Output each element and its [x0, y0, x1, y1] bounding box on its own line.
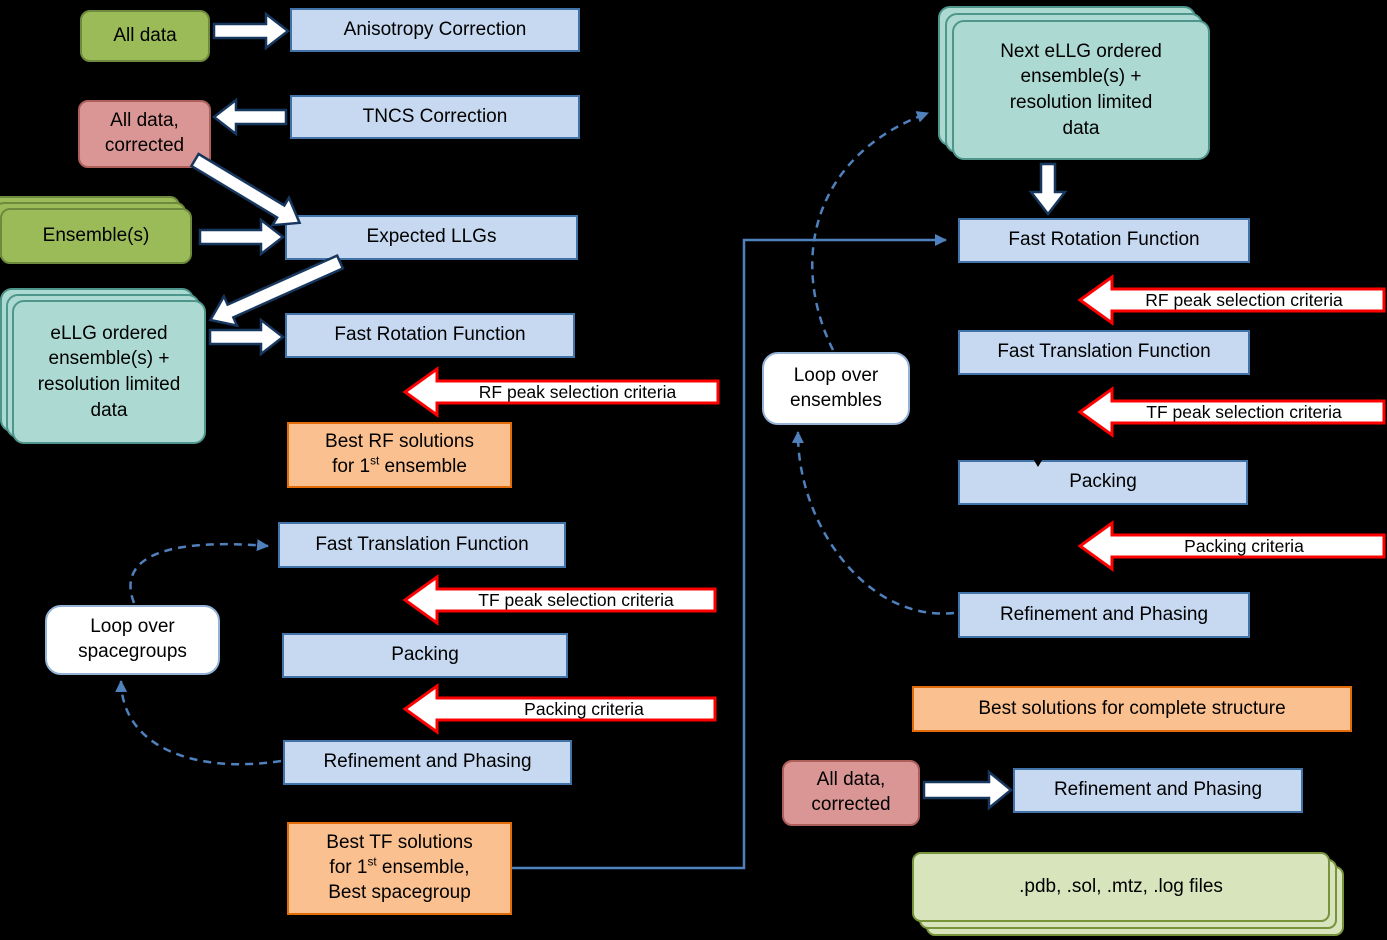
- loop-over-spacegroups-label: Loop over spacegroups: [78, 616, 187, 662]
- loop-over-ensembles-box: Loop over ensembles: [762, 352, 910, 425]
- refinement-phasing-box-left: Refinement and Phasing: [283, 740, 572, 785]
- tf-criteria-label-right: TF peak selection criteria: [1146, 402, 1342, 422]
- loop-arrow-refinement-to-spacegroups: [115, 680, 282, 766]
- packing-box-left: Packing: [282, 633, 568, 678]
- all-data-corrected-label-left: All data, corrected: [104, 110, 185, 156]
- final-refinement-phasing-label: Refinement and Phasing: [1053, 779, 1263, 801]
- best-rf-solutions-box: Best RF solutions for 1st ensemble: [287, 422, 512, 488]
- packing-criteria-label-right: Packing criteria: [1184, 536, 1304, 556]
- tncs-correction-label: TNCS Correction: [362, 105, 508, 127]
- all-data-corrected-box-left: All data, corrected: [78, 100, 211, 168]
- all-data-corrected-box-right: All data, corrected: [782, 760, 920, 826]
- flow-arrow-ensembles-to-ellgs: [198, 217, 286, 257]
- refinement-phasing-label-left: Refinement and Phasing: [323, 751, 532, 773]
- tf-criteria-label-left: TF peak selection criteria: [478, 590, 674, 610]
- loop-arrow-ensembles-to-nextellg: [811, 111, 929, 351]
- best-rf-solutions-text: Best RF solutions for 1st ensemble: [325, 431, 474, 477]
- fast-rotation-function-label-left: Fast Rotation Function: [334, 324, 526, 346]
- flow-arrow-tncs-to-corrected: [211, 97, 288, 137]
- all-data-label: All data: [113, 24, 177, 46]
- flow-arrow-nextellg-to-rotation: [1028, 162, 1068, 217]
- loop-over-ensembles-label: Loop over ensembles: [790, 364, 882, 411]
- tncs-correction-box: TNCS Correction: [290, 95, 580, 139]
- loop-arrow-spacegroups-to-translation: [129, 539, 269, 604]
- refinement-phasing-box-right: Refinement and Phasing: [958, 592, 1250, 638]
- ensembles-box: Ensemble(s): [0, 208, 192, 264]
- anisotropy-correction-box: Anisotropy Correction: [290, 8, 580, 52]
- all-data-corrected-label-right: All data, corrected: [811, 769, 891, 815]
- packing-label-right: Packing: [1069, 471, 1137, 493]
- refinement-phasing-label-right: Refinement and Phasing: [999, 603, 1209, 625]
- next-ellg-ensembles-stack: Next eLLG ordered ensemble(s) + resoluti…: [938, 6, 1218, 166]
- best-solutions-box: Best solutions for complete structure: [912, 686, 1352, 732]
- best-tf-solutions-box: Best TF solutions for 1st ensemble, Best…: [287, 822, 512, 915]
- ellg-ensembles-stack: eLLG ordered ensemble(s) + resolution li…: [0, 288, 210, 448]
- packing-label-left: Packing: [391, 644, 459, 666]
- loop-arrow-refinement-to-ensembles: [791, 431, 955, 615]
- rf-criteria-label-left: RF peak selection criteria: [478, 382, 677, 402]
- expected-llgs-label: Expected LLGs: [366, 226, 497, 248]
- flow-arrow-corrected-to-final-refinement: [922, 769, 1013, 811]
- fast-rotation-function-box-right: Fast Rotation Function: [958, 218, 1250, 263]
- anisotropy-correction-label: Anisotropy Correction: [343, 18, 527, 40]
- ellg-ensembles-label: eLLG ordered ensemble(s) + resolution li…: [37, 322, 181, 421]
- ensembles-label: Ensemble(s): [42, 225, 150, 247]
- next-ellg-ensembles-label: Next eLLG ordered ensemble(s) + resoluti…: [1000, 40, 1162, 139]
- flow-arrow-alldata-to-anisotropy: [212, 11, 291, 51]
- all-data-box: All data: [80, 10, 210, 62]
- packing-box-right: Packing: [958, 460, 1248, 505]
- output-files-label: .pdb, .sol, .mtz, .log files: [1019, 876, 1223, 898]
- fast-translation-function-box-right: Fast Translation Function: [958, 330, 1250, 375]
- fast-translation-function-label-left: Fast Translation Function: [315, 533, 529, 555]
- ensembles-stack: Ensemble(s): [0, 196, 198, 266]
- next-ellg-ensembles-box: Next eLLG ordered ensemble(s) + resoluti…: [952, 20, 1210, 160]
- output-files-box: .pdb, .sol, .mtz, .log files: [912, 852, 1330, 922]
- expected-llgs-box: Expected LLGs: [285, 215, 578, 260]
- fast-rotation-function-box-left: Fast Rotation Function: [285, 313, 575, 358]
- best-solutions-label: Best solutions for complete structure: [978, 697, 1286, 719]
- loop-over-spacegroups-box: Loop over spacegroups: [45, 605, 220, 675]
- flow-arrow-ordered-to-rotation: [208, 317, 286, 357]
- packing-criteria-label-left: Packing criteria: [524, 699, 644, 719]
- output-files-stack: .pdb, .sol, .mtz, .log files: [912, 852, 1352, 940]
- rf-criteria-label-right: RF peak selection criteria: [1145, 290, 1343, 310]
- best-tf-solutions-text: Best TF solutions for 1st ensemble, Best…: [326, 832, 473, 903]
- final-refinement-phasing-box: Refinement and Phasing: [1013, 768, 1303, 813]
- fast-translation-function-box-left: Fast Translation Function: [278, 522, 566, 568]
- fast-rotation-function-label-right: Fast Rotation Function: [1008, 229, 1200, 251]
- fast-translation-function-label-right: Fast Translation Function: [997, 341, 1211, 363]
- ellg-ensembles-box: eLLG ordered ensemble(s) + resolution li…: [12, 300, 206, 444]
